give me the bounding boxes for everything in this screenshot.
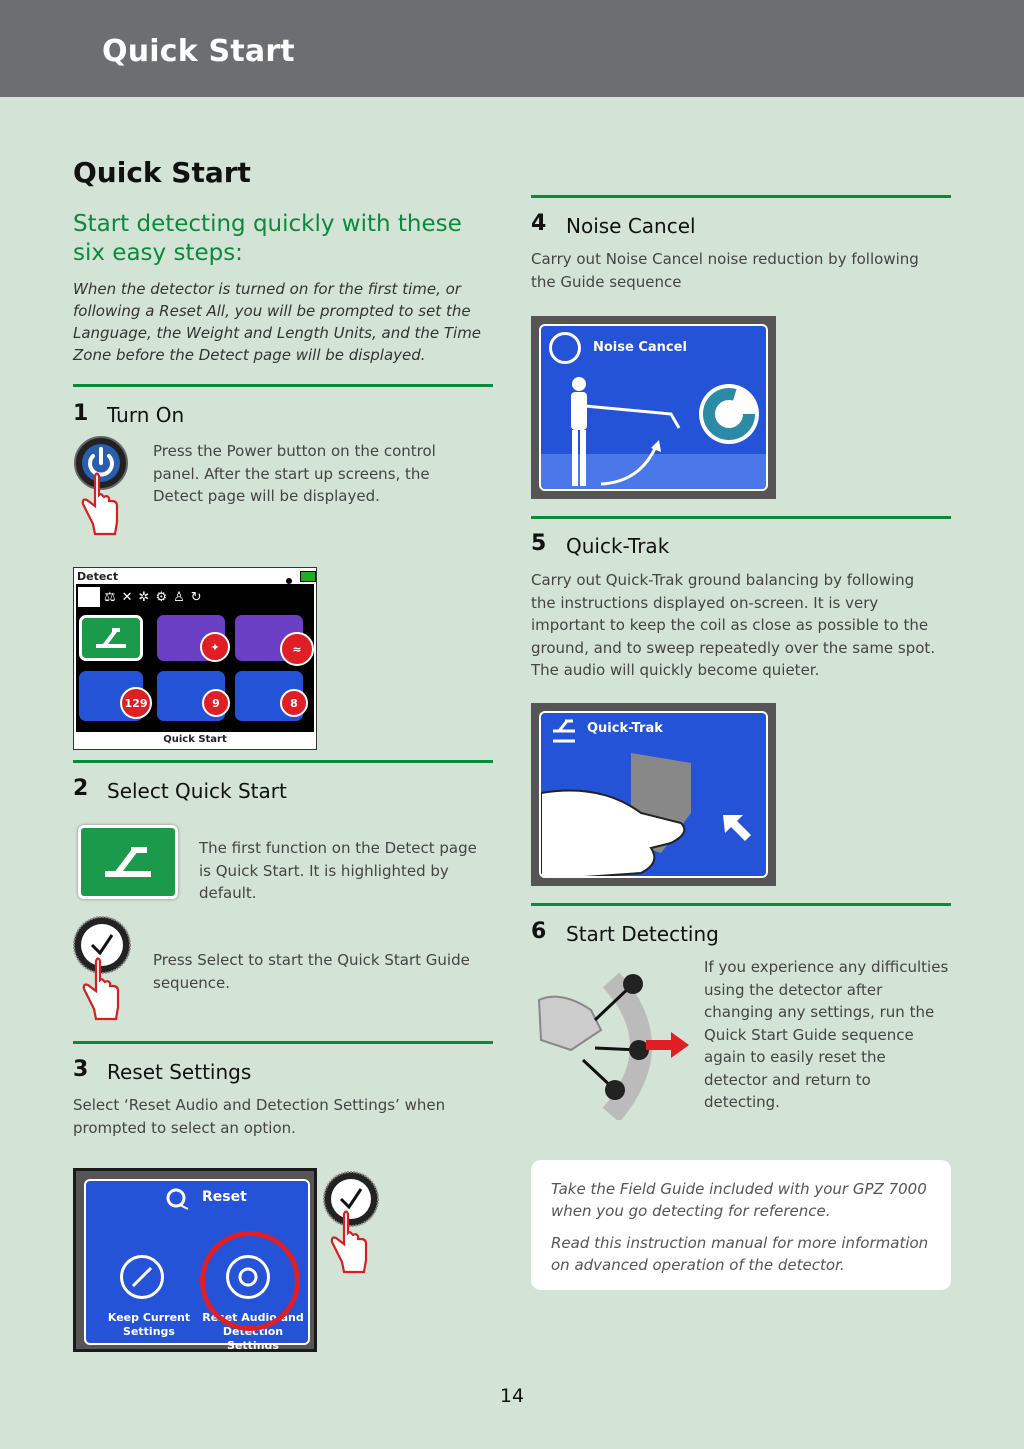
step-1-text: Press the Power button on the control pa… xyxy=(153,442,436,505)
selection-highlight-circle xyxy=(200,1231,300,1331)
step-6-number: 6 xyxy=(531,919,547,944)
hand-on-control-illustration xyxy=(541,753,711,876)
detect-screen-title: Detect xyxy=(77,570,119,583)
note-field-guide: Take the Field Guide included with your … xyxy=(551,1180,927,1220)
quick-start-tile[interactable] xyxy=(79,615,143,661)
power-button-illustration xyxy=(73,434,133,539)
battery-icon xyxy=(300,571,316,582)
step-2-text2: Press Select to start the Quick Start Gu… xyxy=(153,951,470,992)
notes-box: Take the Field Guide included with your … xyxy=(531,1160,951,1290)
step-2-text: The first function on the Detect page is… xyxy=(199,839,477,902)
keep-current-settings-option[interactable]: Keep Current Settings xyxy=(107,1311,191,1338)
operator-figure xyxy=(561,374,701,489)
badge-8: 8 xyxy=(280,689,308,717)
ground-strip xyxy=(541,454,766,489)
reset-title: Reset xyxy=(202,1189,247,1205)
step-1-number: 1 xyxy=(73,401,89,426)
page-title: Quick Start xyxy=(73,156,251,189)
page-subheading: Start detecting quickly with these six e… xyxy=(73,211,462,266)
select-button-illustration xyxy=(73,915,133,1025)
step-1-title: Turn On xyxy=(107,403,185,427)
section-rule xyxy=(531,195,951,198)
reset-panel: Reset Keep Current Settings Reset Audio … xyxy=(84,1179,310,1349)
step-4-text: Carry out Noise Cancel noise reduction b… xyxy=(531,250,919,291)
noise-panel: Noise Cancel xyxy=(539,324,768,491)
step-6-title: Start Detecting xyxy=(566,922,719,946)
sweep-illustration xyxy=(531,970,696,1123)
quick-start-tab-icon xyxy=(78,587,100,607)
quick-trak-panel: Quick-Trak xyxy=(539,711,768,878)
section-rule xyxy=(73,1041,493,1044)
intro-text: When the detector is turned on for the f… xyxy=(73,280,482,364)
note-manual: Read this instruction manual for more in… xyxy=(551,1234,929,1274)
section-rule xyxy=(73,760,493,763)
badge-9: 9 xyxy=(202,689,230,717)
badge-129: 129 xyxy=(120,687,152,719)
reset-screen: Reset Keep Current Settings Reset Audio … xyxy=(73,1168,317,1352)
step-3-title: Reset Settings xyxy=(107,1060,252,1084)
keep-settings-icon xyxy=(120,1255,164,1299)
progress-ring xyxy=(699,384,759,444)
quick-trak-title: Quick-Trak xyxy=(587,721,663,736)
quick-start-coil-icon xyxy=(78,825,178,899)
step-6-text: If you experience any difficulties using… xyxy=(704,958,949,1111)
reset-icon xyxy=(166,1187,190,1211)
section-rule xyxy=(73,384,493,387)
select-button-illustration-2 xyxy=(322,1170,382,1280)
step-4-number: 4 xyxy=(531,211,547,236)
header-title: Quick Start xyxy=(102,34,295,69)
noise-cancel-title: Noise Cancel xyxy=(593,340,687,355)
quick-trak-icon xyxy=(549,717,579,747)
step-2-title: Select Quick Start xyxy=(107,779,287,803)
noise-cancel-screen: Noise Cancel xyxy=(531,316,776,499)
target-badge: ✦ xyxy=(200,632,230,662)
step-3-text: Select ‘Reset Audio and Detection Settin… xyxy=(73,1096,446,1137)
settings-icons-row: ⚖✕✲⚙♙↻ xyxy=(104,590,208,605)
arrow-icon xyxy=(721,809,755,843)
sun-icon xyxy=(284,571,294,584)
section-rule xyxy=(531,903,951,906)
step-5-number: 5 xyxy=(531,531,547,556)
quick-trak-screen: Quick-Trak xyxy=(531,703,776,886)
section-rule xyxy=(531,516,951,519)
step-5-text: Carry out Quick-Trak ground balancing by… xyxy=(531,571,936,679)
step-5-title: Quick-Trak xyxy=(566,534,670,558)
step-2-number: 2 xyxy=(73,776,89,801)
page-number: 14 xyxy=(499,1385,525,1407)
detect-screen-grid: ⚖✕✲⚙♙↻ ✦ ≈ 129 9 8 xyxy=(76,584,314,732)
noise-cancel-icon xyxy=(549,332,581,364)
step-3-number: 3 xyxy=(73,1057,89,1082)
detect-screen: Detect ⚖✕✲⚙♙↻ ✦ ≈ 129 9 8 Quick Start xyxy=(73,567,317,750)
detect-screen-footer: Quick Start xyxy=(163,734,227,745)
wave-badge: ≈ xyxy=(280,632,314,666)
header-bar xyxy=(0,0,1024,97)
step-4-title: Noise Cancel xyxy=(566,214,696,238)
